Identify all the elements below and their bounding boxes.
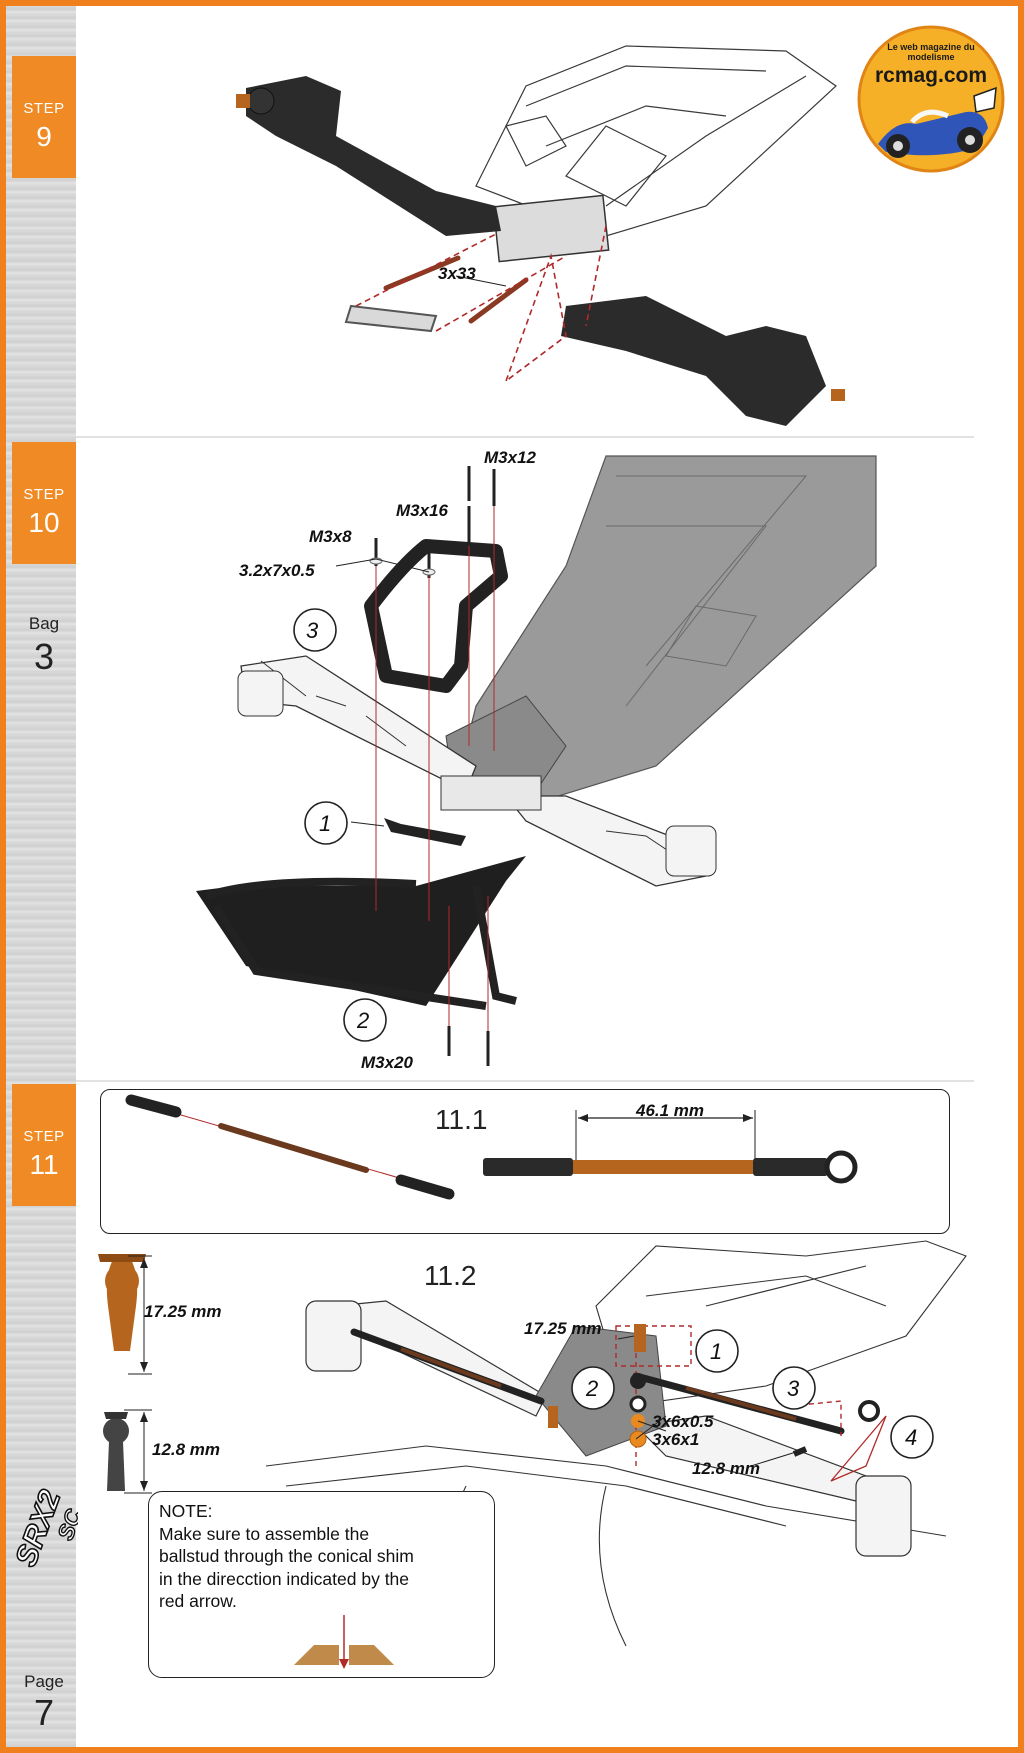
step-tab-10: STEP 10 (12, 442, 76, 564)
sub-step-title: 11.2 (424, 1260, 477, 1291)
rcmag-badge-icon (857, 25, 1005, 173)
assembly-note: NOTE: Make sure to assemble the ballstud… (148, 1491, 495, 1678)
step-number: 11 (29, 1149, 59, 1180)
bag-indicator: Bag 3 (12, 614, 76, 678)
sidebar: STEP 9 STEP 10 Bag 3 STEP 11 SRX2 SC Pag… (6, 6, 78, 1747)
manual-page: STEP 9 STEP 10 Bag 3 STEP 11 SRX2 SC Pag… (6, 6, 1018, 1747)
length-label: 46.1 mm (636, 1101, 705, 1120)
shim-b-label: 3x6x1 (652, 1430, 700, 1449)
step-tab-9: STEP 9 (12, 56, 76, 178)
m3x16-label: M3x16 (396, 501, 448, 520)
callout-number: 3 (787, 1376, 800, 1401)
callout-number: 2 (357, 1008, 370, 1033)
section-divider (76, 436, 974, 438)
step-number: 10 (28, 507, 60, 538)
turnbuckle-diagram (125, 1094, 858, 1200)
ballstud-top-label: 17.25 mm (524, 1319, 602, 1338)
step11-1-panel: 11.1 46.1 mm (100, 1089, 950, 1234)
callout-number: 4 (905, 1425, 918, 1450)
ballstud-short-label: 12.8 mm (152, 1440, 221, 1459)
page-number: 7 (33, 1692, 55, 1733)
page-indicator: Page 7 (12, 1672, 76, 1734)
note-text: NOTE: Make sure to assemble the ballstud… (159, 1501, 414, 1611)
callout-number: 1 (710, 1339, 723, 1364)
step11-2-diagram (98, 1240, 967, 1647)
step-label: STEP (23, 100, 65, 117)
step9-diagram (236, 45, 845, 426)
badge-ring-text: Le web magazine du modelisme (887, 42, 975, 62)
step-tab-11: STEP 11 (12, 1084, 76, 1206)
step-number: 9 (36, 121, 52, 152)
conical-shim-icon (294, 1615, 394, 1669)
ballstud-short-side-label: 12.8 mm (692, 1459, 761, 1478)
ballstud-tall-label: 17.25 mm (144, 1302, 222, 1321)
step10-diagram (196, 455, 877, 1066)
step-label: STEP (23, 486, 65, 503)
srx2-sc-logo-icon: SRX2 SC (9, 1485, 78, 1572)
callout-number: 1 (319, 811, 332, 836)
page-label: Page (24, 1672, 64, 1691)
step-label: STEP (23, 1128, 65, 1145)
bag-number: 3 (33, 636, 55, 677)
shim-a-label: 3x6x0.5 (652, 1412, 714, 1431)
badge-text: rcmag.com (874, 64, 988, 87)
shim-label: 3.2x7x0.5 (239, 561, 315, 580)
pin-length-label: 3x33 (438, 264, 476, 283)
m3x12-label: M3x12 (484, 448, 536, 467)
callout-number: 2 (586, 1376, 599, 1401)
callout-number: 3 (306, 618, 319, 643)
bag-label: Bag (28, 614, 60, 633)
m3x8-label: M3x8 (309, 527, 352, 546)
m3x20-label: M3x20 (361, 1053, 413, 1072)
section-divider (76, 1080, 974, 1082)
sub-step-title: 11.1 (435, 1104, 488, 1135)
